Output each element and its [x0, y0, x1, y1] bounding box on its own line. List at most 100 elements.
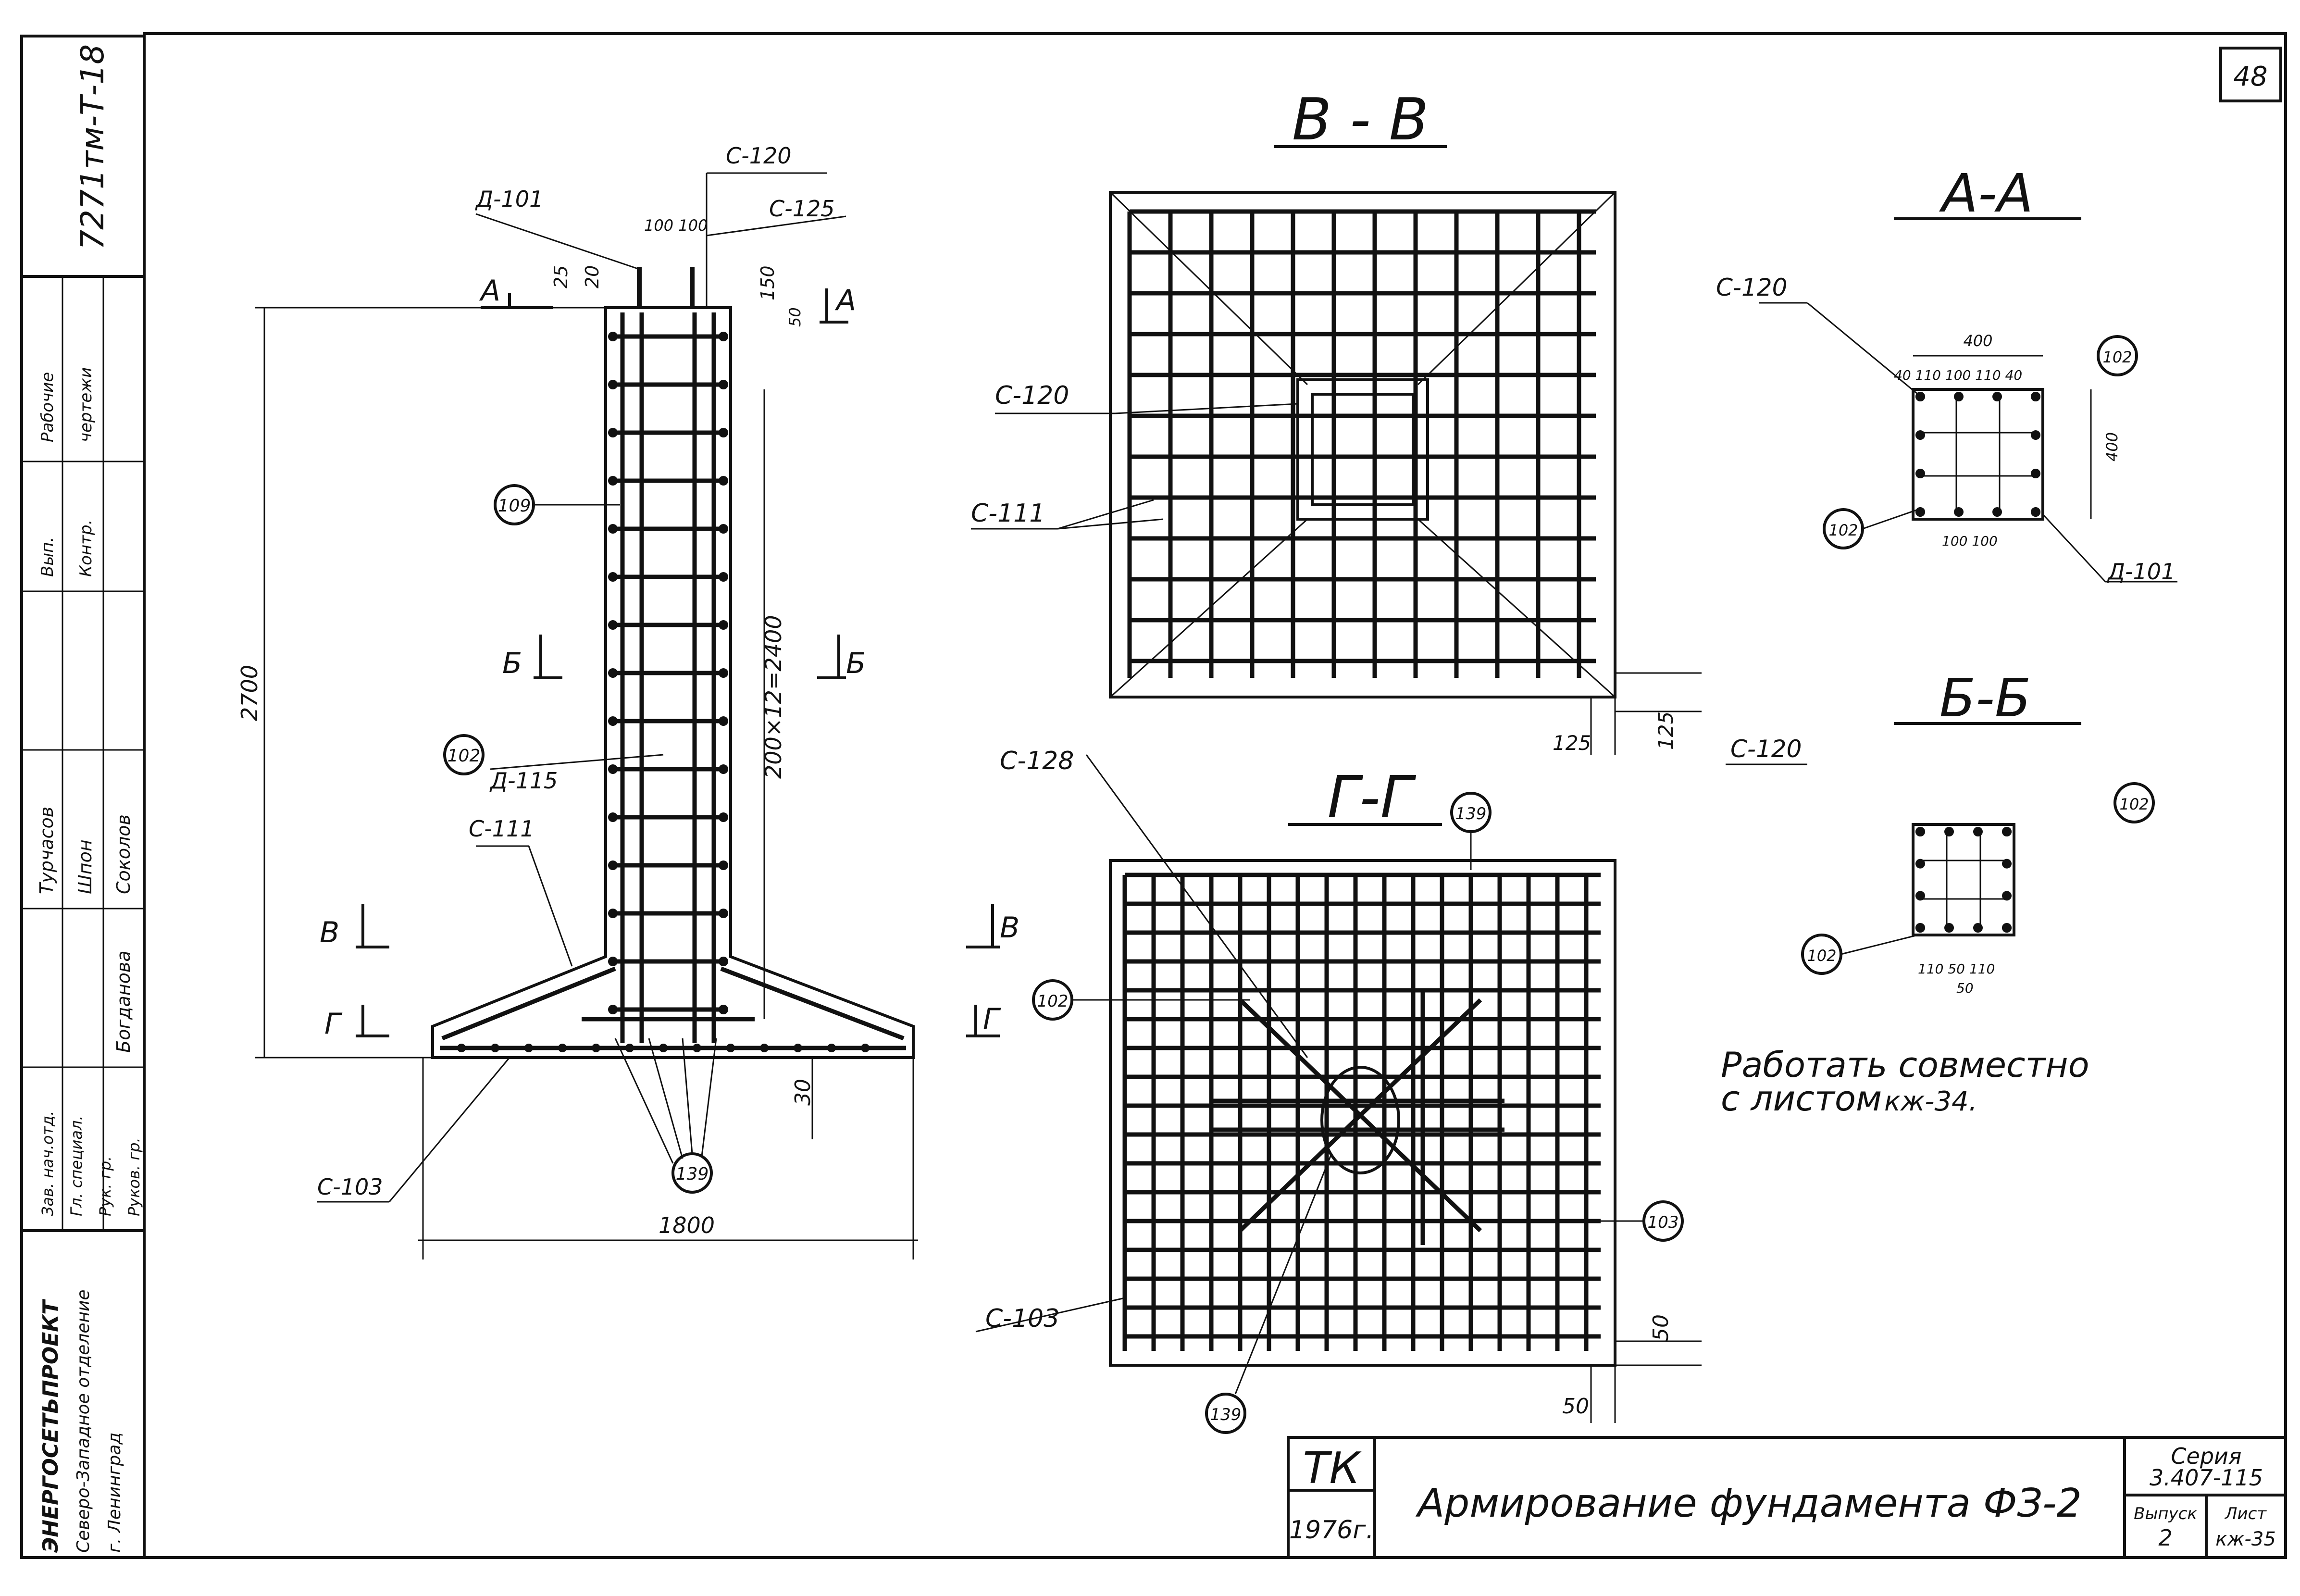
bb-dim-row: 110 50 110 [1918, 961, 1995, 977]
bar-dot [2002, 923, 2012, 933]
sheet-number: 48 [2233, 61, 2267, 92]
stirrup-end-left [608, 428, 618, 437]
stirrup-end-left [608, 668, 618, 678]
note-line1: Работать совместно [1721, 1045, 2089, 1085]
cut-g-right: Г [983, 1002, 1001, 1036]
bar-dot [794, 1044, 802, 1052]
mark-139: 139 [676, 1164, 709, 1184]
vv-label-s120: С-120 [995, 381, 1069, 410]
tb-series-value: 3.407-115 [2150, 1465, 2263, 1491]
stirrup-end-left [608, 764, 618, 774]
bar-dot [2002, 891, 2012, 901]
stirrup-end-left [608, 812, 618, 822]
mark-109: 109 [498, 496, 531, 516]
label-s111: С-111 [469, 816, 535, 842]
aa-dim-400: 400 [1963, 332, 1992, 350]
title-block: ТК 1976г. Армирование фундамента ФЗ-2 Се… [1287, 1436, 2287, 1559]
cut-g-left: Г [324, 1007, 343, 1041]
tb-sheet-value: кж-35 [2215, 1528, 2276, 1550]
tb-sheet-label: Лист [2224, 1504, 2267, 1523]
dim-50: 50 [786, 307, 804, 327]
sheet-number-box [2219, 47, 2282, 102]
label-d101: Д-101 [475, 186, 543, 212]
stirrup-end-right [719, 572, 728, 582]
aa-dim-400v: 400 [2103, 432, 2121, 461]
tb-tk: ТК [1303, 1443, 1362, 1494]
section-gg-title: Г-Г [1327, 764, 1416, 831]
dim-30: 30 [791, 1079, 815, 1106]
cut-v-right: В [1000, 911, 1019, 945]
stirrup-end-left [608, 716, 618, 726]
bar-dot [1944, 827, 1954, 836]
aa-mark-102-b: 102 [1828, 521, 1858, 539]
stirrup-end-left [608, 476, 618, 486]
bar-dot [457, 1044, 466, 1052]
bar-dot [827, 1044, 836, 1052]
bar-dot [2002, 827, 2012, 836]
bar-dot [592, 1044, 600, 1052]
stirrup-end-left [608, 620, 618, 630]
stirrup-end-right [719, 620, 728, 630]
bar-dot [1915, 507, 1925, 517]
signer-name-2: Шпон [75, 839, 96, 894]
signer-role-2: Гл. специал. [67, 1115, 86, 1216]
stirrup-end-right [719, 716, 728, 726]
stirrup-end-right [719, 524, 728, 534]
bar-dot [625, 1044, 634, 1052]
stirrup-end-right [719, 860, 728, 870]
aa-label-d101: Д-101 [2107, 559, 2175, 585]
bar-dot [1944, 923, 1954, 933]
section-aa-bar-dots [1915, 392, 2040, 517]
cut-a-right: А [834, 284, 856, 317]
bar-dot [726, 1044, 735, 1052]
label-s125: С-125 [769, 196, 835, 222]
outer-frame [143, 32, 2287, 1559]
tb-series-label: Серия [2171, 1443, 2241, 1469]
mark-102: 102 [448, 746, 481, 766]
bar-dot [1973, 923, 1983, 933]
tb-title: Армирование фундамента ФЗ-2 [1415, 1481, 2082, 1526]
gg-dim-50a: 50 [1562, 1394, 1589, 1419]
stirrup-end-right [719, 764, 728, 774]
stage-label-4: Контр. [76, 520, 96, 577]
bar-dot [1992, 507, 2002, 517]
plan-gg: Г-Г С-128 139 102 103 139 С-103 50 50 [975, 747, 1702, 1434]
aa-dim-row: 40 110 100 110 40 [1894, 367, 2022, 383]
section-bb: Б-Б 110 50 110 50 С-120 102 102 [1726, 667, 2155, 996]
label-s120: С-120 [726, 143, 792, 169]
dim-100-100: 100 100 [644, 216, 708, 235]
stirrup-end-right [719, 1005, 728, 1014]
bar-dot [1915, 469, 1925, 478]
signer-role-3: Рук. гр. [96, 1156, 114, 1216]
stage-label-2: чертежи [76, 367, 96, 442]
section-bb-bar-dots [1915, 827, 2012, 933]
section-aa: А-А 400 40 110 100 110 40 100 100 400 С-… [1716, 162, 2177, 585]
bar-dot [1915, 891, 1925, 901]
bb-mark-102-b: 102 [1807, 947, 1836, 965]
bar-dot [1954, 507, 1964, 517]
elevation-view: А А Б Б В В Г Г Д-101 С-120 С-125 С-111 [236, 143, 1019, 1259]
stage-label-1: Рабочие [38, 372, 57, 442]
bb-mark-102-a: 102 [2119, 795, 2149, 813]
section-aa-title: А-А [1939, 162, 2033, 224]
tb-year: 1976г. [1289, 1516, 1374, 1545]
gg-mark-139-top: 139 [1455, 804, 1487, 823]
stirrup-end-left [608, 524, 618, 534]
bar-dot [760, 1044, 769, 1052]
bar-dot [1973, 827, 1983, 836]
dim-25: 25 [550, 265, 572, 288]
cut-a-left: А [479, 274, 500, 308]
stirrups [608, 332, 728, 1014]
bar-dot [2002, 859, 2012, 869]
signer-name-4: Богданова [113, 950, 134, 1053]
stirrup-end-left [608, 1005, 618, 1014]
bb-dim-50: 50 [1956, 980, 1974, 996]
bar-dot [1954, 392, 1964, 401]
bar-dot [2031, 392, 2040, 401]
section-vv-title: В - В [1292, 87, 1429, 153]
bar-dot [2031, 507, 2040, 517]
stirrup-end-left [608, 860, 618, 870]
stirrup-end-left [608, 572, 618, 582]
gg-mark-139-bottom: 139 [1210, 1405, 1242, 1424]
